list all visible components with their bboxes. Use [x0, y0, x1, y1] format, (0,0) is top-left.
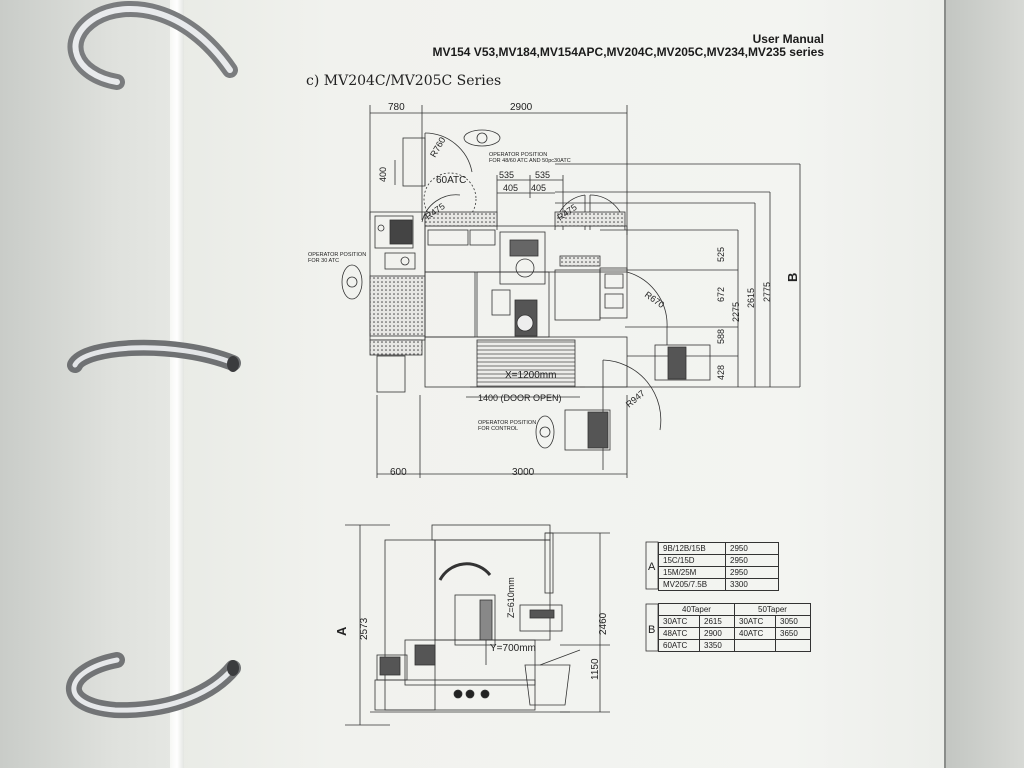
op-pos-4860-line1: OPERATOR POSITION	[489, 152, 547, 158]
dim-2615: 2615	[746, 288, 756, 308]
dim-2573: 2573	[359, 617, 370, 640]
binder-ring-bottom-icon	[65, 652, 241, 719]
x-travel: X=1200mm	[505, 370, 556, 381]
dim-428: 428	[716, 365, 726, 380]
atc-label: 60ATC	[436, 175, 466, 186]
table-header: 50Taper	[734, 603, 811, 616]
table-header-row: 40Taper 50Taper	[658, 603, 811, 616]
table-cell: 30ATC	[734, 615, 776, 628]
dim-400: 400	[378, 167, 388, 182]
label-b: B	[785, 273, 800, 282]
table-cell: 9B/12B/15B	[658, 542, 726, 555]
section-title: c) MV204C/MV205C Series	[306, 73, 502, 89]
table-cell: 3350	[699, 639, 735, 652]
dim-2460: 2460	[598, 612, 609, 635]
table-cell	[734, 639, 776, 652]
dim-405-right: 405	[531, 183, 546, 193]
table-cell: 48ATC	[658, 627, 700, 640]
table-cell: 3050	[775, 615, 811, 628]
dim-525: 525	[716, 247, 726, 262]
page-edge	[170, 0, 184, 768]
table-cell: 15M/25M	[658, 566, 726, 579]
label-a: A	[334, 626, 349, 636]
dim-2900: 2900	[510, 102, 533, 113]
table-cell: 2900	[699, 627, 735, 640]
table-cell: 2950	[725, 542, 779, 555]
binder-background	[0, 0, 190, 768]
dim-3000: 3000	[512, 467, 535, 478]
dim-2775: 2775	[762, 282, 772, 302]
op-pos-30-line2: FOR 30 ATC	[308, 258, 339, 264]
door-open: 1400 (DOOR OPEN)	[478, 393, 562, 403]
table-header: 40Taper	[658, 603, 735, 616]
table-cell: MV205/7.5B	[658, 578, 726, 591]
table-cell: 15C/15D	[658, 554, 726, 567]
dim-2275: 2275	[731, 302, 741, 322]
table-cell: 3300	[725, 578, 779, 591]
dim-588: 588	[716, 329, 726, 344]
table-cell: 2950	[725, 566, 779, 579]
table-cell: 2615	[699, 615, 735, 628]
manual-title: User Manual	[752, 32, 824, 46]
table-b-label: B	[648, 624, 655, 636]
binder-ring-top-icon	[67, 1, 238, 90]
dim-405-left: 405	[503, 183, 518, 193]
table-cell	[775, 639, 811, 652]
op-pos-control-line1: OPERATOR POSITION	[478, 420, 536, 426]
table-a-label: A	[648, 561, 656, 573]
dim-1150: 1150	[590, 658, 601, 680]
dim-780: 780	[388, 102, 405, 113]
op-pos-4860-line2: FOR 48/60 ATC AND 50pc30ATC	[489, 158, 571, 164]
binder-ring-middle-icon	[67, 339, 241, 373]
background-surface	[946, 0, 1024, 768]
y-travel: Y=700mm	[490, 643, 536, 654]
table-cell: 30ATC	[658, 615, 700, 628]
table-cell: 60ATC	[658, 639, 700, 652]
table-cell: 2950	[725, 554, 779, 567]
table-cell: 3650	[775, 627, 811, 640]
table-cell: 40ATC	[734, 627, 776, 640]
op-pos-30-line1: OPERATOR POSITION	[308, 252, 366, 258]
dim-535-left: 535	[499, 170, 514, 180]
dim-672: 672	[716, 287, 726, 302]
model-series-header: MV154 V53,MV184,MV154APC,MV204C,MV205C,M…	[432, 45, 824, 59]
dim-600: 600	[390, 467, 407, 478]
z-travel: Z=610mm	[506, 577, 516, 618]
op-pos-control-line2: FOR CONTROL	[478, 426, 518, 432]
dim-535-right: 535	[535, 170, 550, 180]
